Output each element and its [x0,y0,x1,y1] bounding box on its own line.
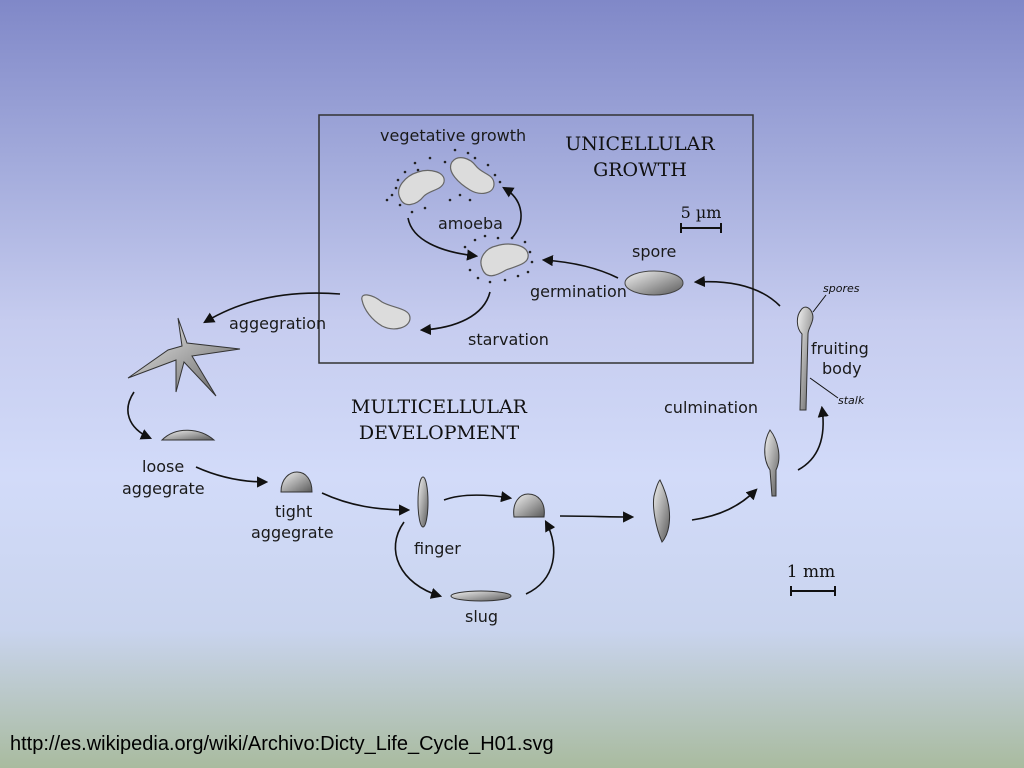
label-spores: spores [823,282,860,295]
stalk-pointer [809,377,839,399]
arrow-to-amoeba [407,217,479,261]
label-spore: spore [632,242,676,261]
arrow-fruiting-to-spore [693,275,781,307]
arrow-to-fruiting-body [797,405,829,471]
label-stalk: stalk [838,394,865,407]
label-tight-line2: aggegrate [251,523,334,542]
fruiting-body-shape [796,306,814,411]
arrow-tight-to-finger [321,492,411,516]
arrow-star-to-loose [127,391,153,440]
source-url[interactable]: http://es.wikipedia.org/wiki/Archivo:Dic… [10,733,554,755]
unicellular-box [318,114,754,364]
label-starvation: starvation [468,330,549,349]
scale-bar-large [790,586,836,596]
spores-pointer [812,294,827,313]
loose-aggregate-shape [160,429,216,441]
aggregation-streams [127,317,241,397]
amoeba-cell-1 [398,169,445,206]
arrow-amoeba-up [502,186,522,239]
amoeba-cell-2 [450,157,495,194]
slug-shape [450,590,512,602]
label-fruiting-line2: body [822,359,862,378]
heading-unicellular-line1: UNICELLULAR [565,133,715,155]
label-slug: slug [465,607,498,626]
early-culminant-shape [653,479,671,543]
finger-shape [417,476,429,528]
arrow-to-late-culminant [691,488,758,521]
label-tight-line1: tight [275,502,312,521]
label-fruiting-line1: fruiting [811,339,869,358]
amoeba-cell-3 [480,243,529,277]
heading-multicellular-line1: MULTICELLULAR [351,396,528,418]
tight-aggregate-shape [280,471,313,493]
arrow-finger-to-mexican-hat [443,491,513,503]
heading-multicellular-line2: DEVELOPMENT [359,422,520,444]
label-vegetative-growth: vegetative growth [380,126,526,145]
arrow-finger-to-slug [394,521,443,599]
label-scale-large: 1 mm [787,562,835,582]
label-finger: finger [414,539,461,558]
arrow-loose-to-tight [195,466,269,488]
arrow-hat-to-culminant [559,511,635,523]
label-germination: germination [530,282,627,301]
arrow-aggregation [203,292,341,324]
arrow-spore-to-amoeba [541,255,619,279]
arrow-slug-to-hat [525,520,556,595]
label-loose-line2: aggegrate [122,479,205,498]
mexican-hat-shape [513,493,545,518]
label-loose-line1: loose [142,457,184,476]
late-culminant-shape [764,429,780,497]
spore-cell [624,270,684,296]
heading-unicellular-line2: GROWTH [593,159,687,181]
starving-amoeba [361,294,411,330]
label-amoeba: amoeba [438,214,503,233]
label-culmination: culmination [664,398,758,417]
label-scale-small: 5 µm [681,203,722,222]
arrow-starvation [419,291,491,336]
label-aggregation: aggegration [229,314,326,333]
scale-bar-small [680,223,722,233]
